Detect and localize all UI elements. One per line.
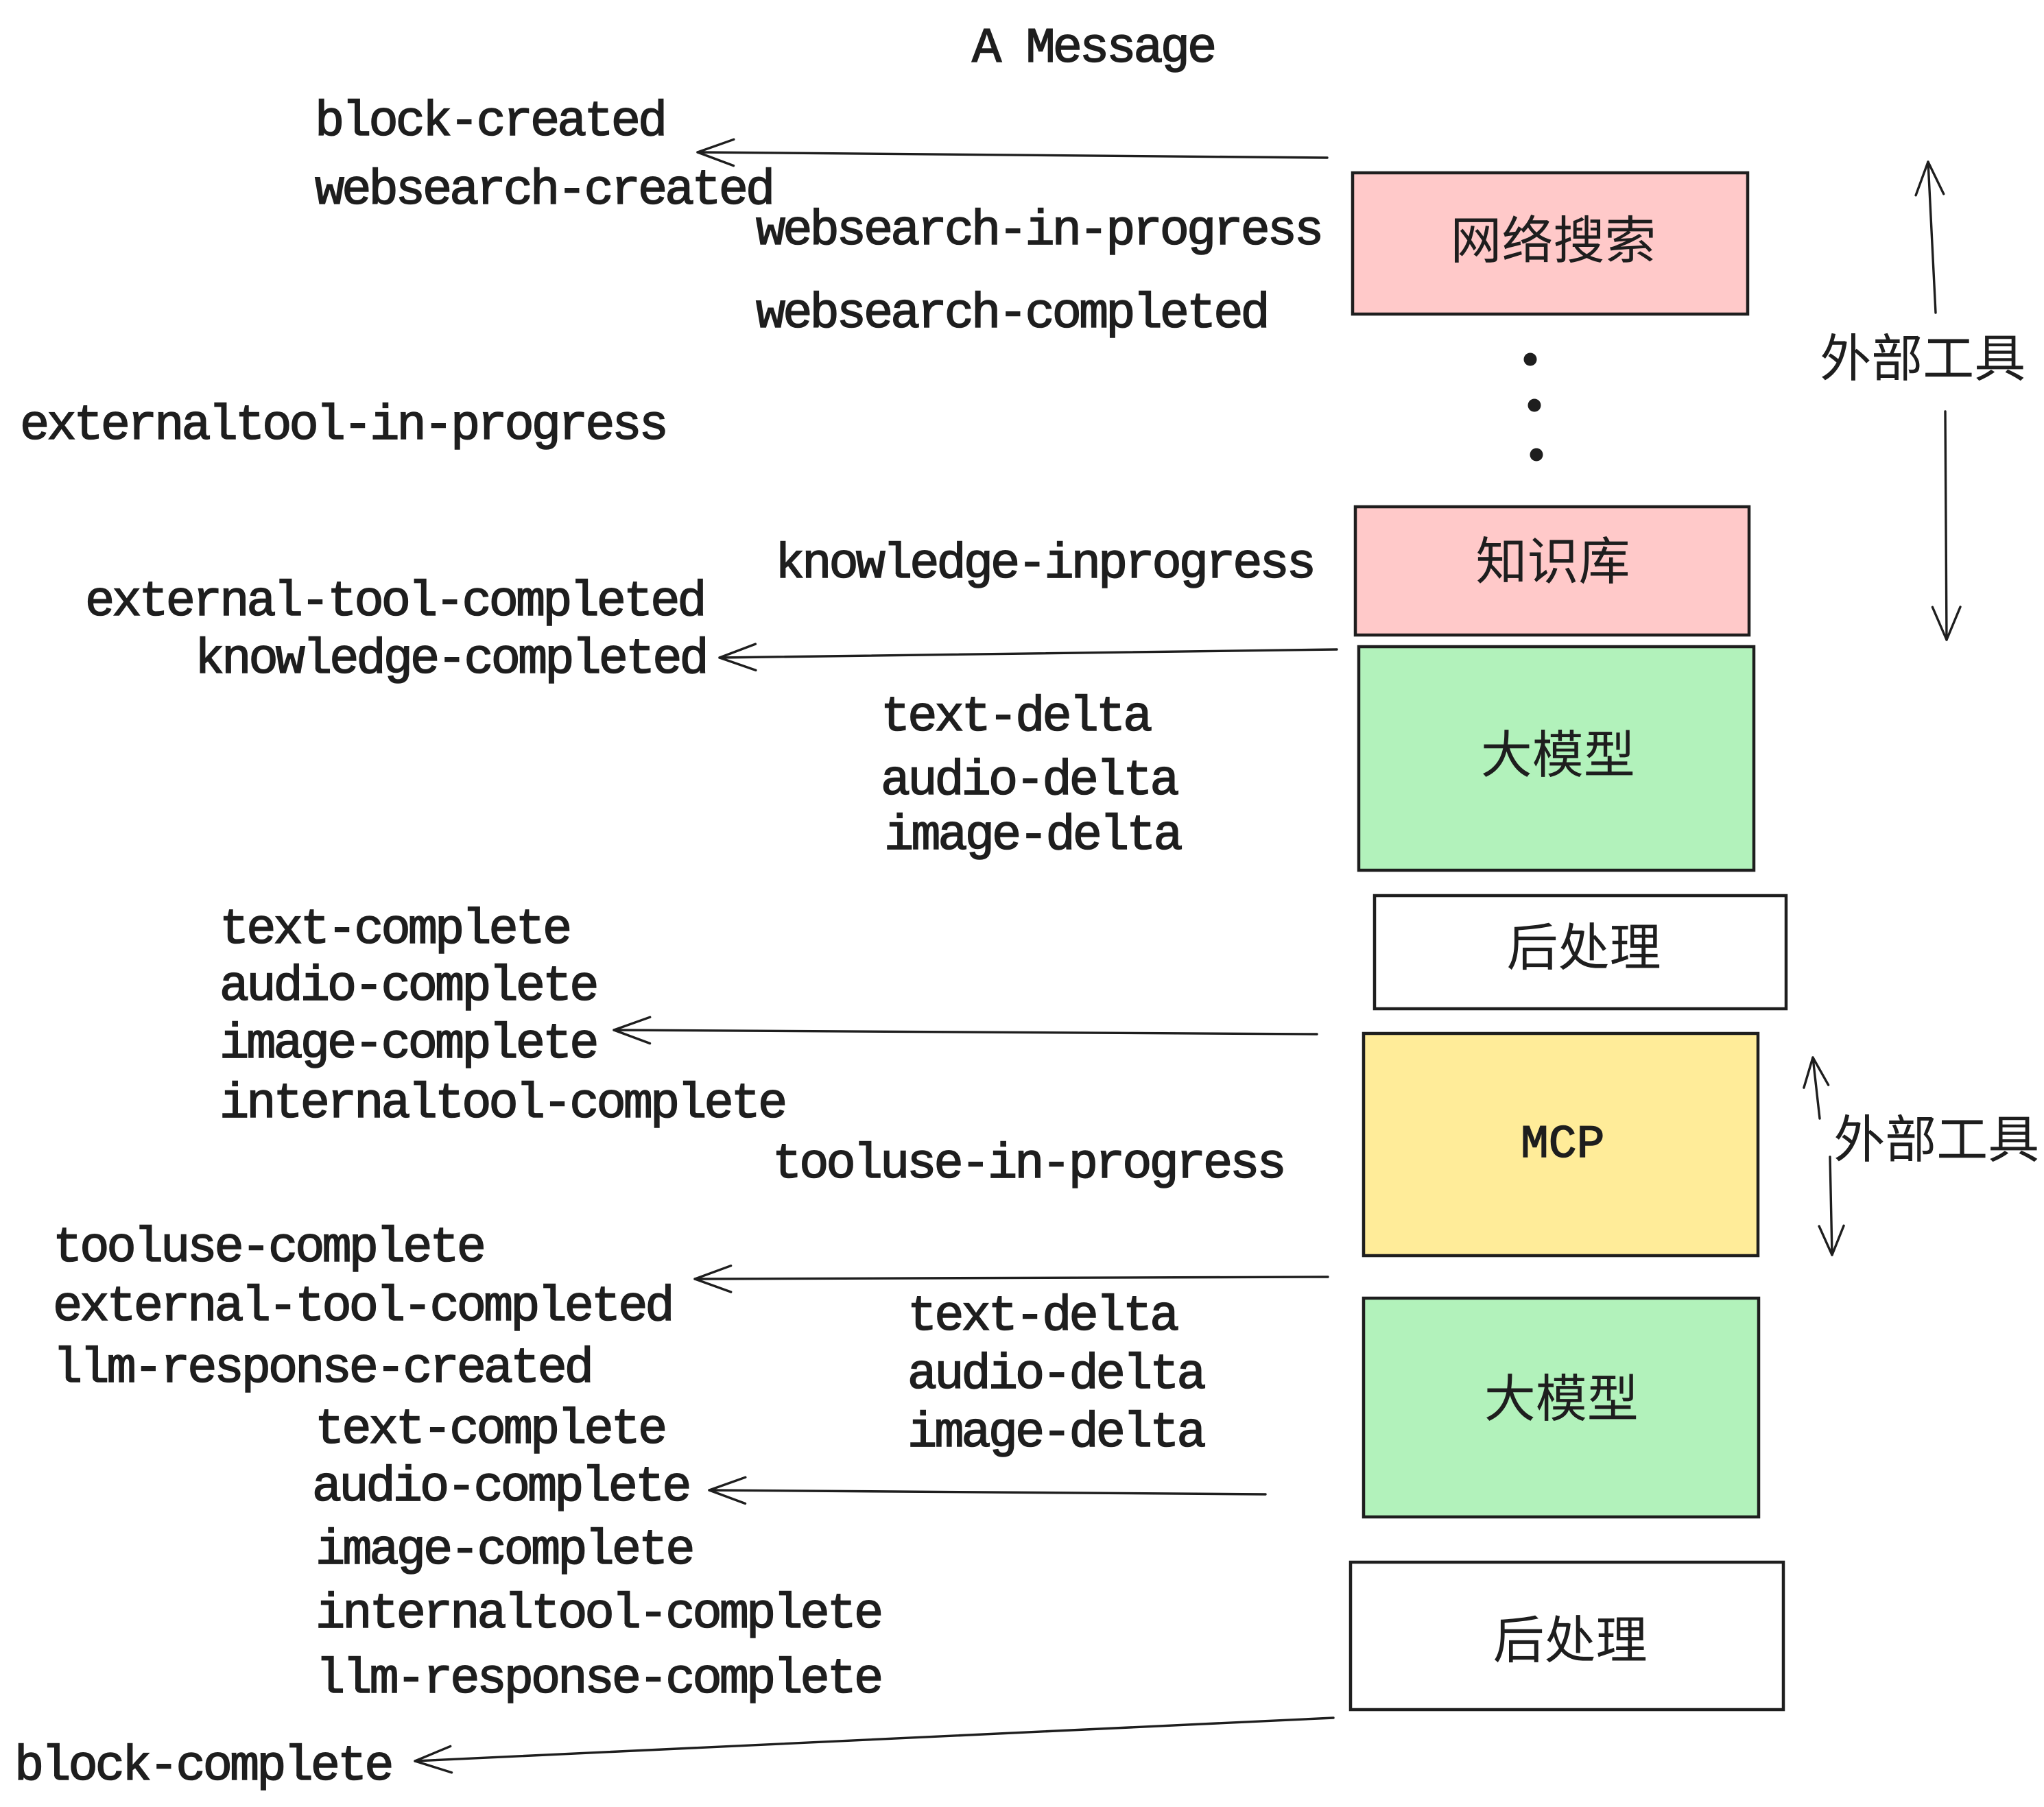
svg-text:block-created: block-created	[315, 94, 665, 150]
svg-text:text-delta: text-delta	[881, 689, 1151, 745]
svg-text:audio-complete: audio-complete	[312, 1459, 689, 1516]
svg-text:text-delta: text-delta	[907, 1289, 1178, 1345]
svg-text:block-complete: block-complete	[14, 1738, 391, 1795]
svg-text:knowledge-inprogress: knowledge-inprogress	[775, 536, 1314, 593]
svg-text:internaltool-complete: internaltool-complete	[316, 1586, 881, 1642]
svg-text:tooluse-in-progress: tooluse-in-progress	[772, 1136, 1284, 1193]
svg-text:A Message: A Message	[972, 21, 1214, 77]
svg-text:knowledge-completed: knowledge-completed	[195, 632, 706, 688]
svg-text:llm-response-complete: llm-response-complete	[316, 1651, 881, 1708]
svg-text:MCP: MCP	[1521, 1118, 1604, 1171]
svg-text:internaltool-complete: internaltool-complete	[219, 1076, 785, 1132]
svg-text:websearch-completed: websearch-completed	[756, 286, 1268, 342]
svg-text:llm-response-created: llm-response-created	[53, 1341, 591, 1397]
svg-text:text-complete: text-complete	[315, 1402, 665, 1458]
svg-text:audio-delta: audio-delta	[881, 753, 1178, 809]
svg-text:image-delta: image-delta	[907, 1405, 1204, 1461]
svg-text:image-complete: image-complete	[219, 1016, 596, 1073]
svg-text:external-tool-completed: external-tool-completed	[85, 574, 704, 630]
svg-text:websearch-in-progress: websearch-in-progress	[756, 203, 1321, 259]
svg-text:tooluse-complete: tooluse-complete	[53, 1220, 484, 1276]
svg-text:external-tool-completed: external-tool-completed	[53, 1279, 672, 1335]
svg-text:websearch-created: websearch-created	[315, 163, 772, 219]
svg-text:externaltool-in-progress: externaltool-in-progress	[20, 398, 666, 454]
svg-text:audio-complete: audio-complete	[219, 959, 596, 1015]
svg-text:image-delta: image-delta	[884, 808, 1181, 864]
svg-text:audio-delta: audio-delta	[907, 1347, 1204, 1403]
svg-text:image-complete: image-complete	[316, 1522, 692, 1579]
svg-text:text-complete: text-complete	[219, 902, 569, 958]
